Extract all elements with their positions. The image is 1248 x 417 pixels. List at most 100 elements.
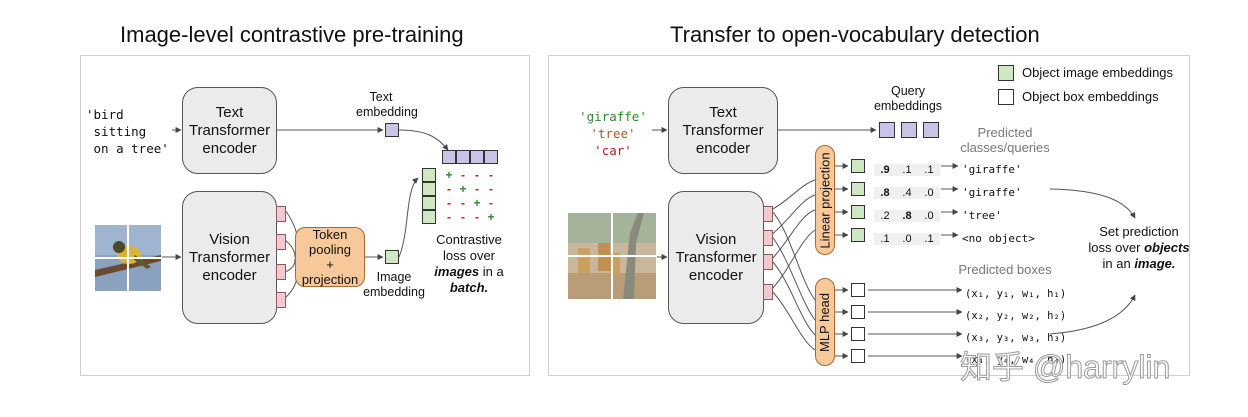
legend-object-image-label: Object image embeddings — [1022, 65, 1174, 80]
mlp-head-label: MLP head — [817, 292, 833, 352]
legend-object-box: Object box embeddings — [998, 86, 1173, 108]
legend-object-image: Object image embeddings — [998, 62, 1173, 84]
vision-token — [276, 206, 286, 222]
loss-line-1: Contrastive — [436, 232, 502, 247]
giraffe-image — [568, 213, 656, 299]
matrix-negative: - — [489, 182, 493, 196]
score-table: .9.1.1'giraffe'.8.4.0'giraffe'.2.8.0'tre… — [874, 158, 1035, 250]
score-row: .1.0.1<no object> — [874, 227, 1035, 250]
score-cell: .1 — [918, 163, 940, 176]
score-cell: .9 — [874, 163, 896, 176]
matrix-negative: - — [447, 210, 451, 224]
token-pooling-projection-box: Token pooling + projection — [295, 227, 365, 287]
query-embedding — [923, 122, 939, 138]
vision-token — [276, 234, 286, 250]
contrastive-loss-text: Contrastive loss over images in a batch. — [426, 232, 512, 296]
linear-projection-label: Linear projection — [817, 151, 833, 249]
right-text-transformer-encoder: Text Transformer encoder — [668, 87, 778, 174]
vision-token — [763, 254, 773, 270]
predicted-class: <no object> — [962, 232, 1035, 245]
set-loss-image: image. — [1134, 256, 1176, 271]
text-embedding-label: Text embedding — [356, 90, 418, 119]
score-cell: .1 — [874, 232, 896, 245]
predicted-box: (x₁, y₁, w₁, h₁) — [965, 288, 1067, 300]
score-cell: .1 — [896, 163, 918, 176]
score-cell: .4 — [896, 186, 918, 199]
score-cell: .1 — [918, 232, 940, 245]
object-box-embedding — [851, 283, 865, 297]
score-cell: .8 — [896, 209, 918, 222]
loss-in-a: in a — [479, 264, 504, 279]
bird-image — [95, 225, 161, 291]
matrix-negative: - — [475, 168, 479, 182]
similarity-matrix: +----+----+----+ — [442, 168, 498, 224]
matrix-positive: + — [459, 182, 467, 196]
right-vision-transformer-encoder: Vision Transformer encoder — [668, 191, 764, 324]
image-embedding-label: Image embedding — [363, 270, 425, 299]
right-panel-title: Transfer to open-vocabulary detection — [670, 22, 1040, 47]
mlp-head-box: MLP head — [815, 278, 835, 366]
batch-image-embeddings — [422, 168, 436, 224]
image-embedding-square — [385, 250, 399, 264]
image-embedding-cell — [422, 210, 436, 224]
set-loss-line-1: Set prediction — [1099, 224, 1179, 239]
object-box-embedding — [851, 327, 865, 341]
predicted-class: 'giraffe' — [962, 186, 1022, 199]
text-embedding-square — [385, 123, 399, 137]
loss-batch: batch. — [449, 280, 489, 295]
text-embedding-cell — [442, 150, 456, 164]
legend-green-swatch — [998, 65, 1014, 81]
loss-images: images — [434, 264, 480, 279]
matrix-positive: + — [473, 196, 481, 210]
image-embedding-cell — [422, 196, 436, 210]
matrix-negative: - — [475, 210, 479, 224]
image-embedding-cell — [422, 182, 436, 196]
object-image-embedding — [851, 182, 865, 196]
left-panel-title: Image-level contrastive pre-training — [120, 22, 464, 47]
vision-token — [763, 230, 773, 246]
set-loss-line-2: loss over — [1088, 240, 1145, 255]
legend-white-swatch — [998, 89, 1014, 105]
matrix-row: --+- — [442, 196, 498, 210]
predicted-class: 'tree' — [962, 209, 1002, 222]
matrix-positive: + — [487, 210, 495, 224]
score-cell: .0 — [918, 186, 940, 199]
query-embedding — [879, 122, 895, 138]
score-cell: .2 — [874, 209, 896, 222]
left-panel — [80, 55, 530, 376]
predicted-classes-label: Predicted classes/queries — [960, 125, 1050, 155]
left-text-transformer-encoder: Text Transformer encoder — [182, 87, 277, 174]
batch-text-embeddings — [442, 150, 498, 164]
predicted-boxes-list: (x₁, y₁, w₁, h₁) (x₂, y₂, w₂, h₂) (x₃, y… — [965, 283, 1066, 371]
predicted-class: 'giraffe' — [962, 163, 1022, 176]
legend: Object image embeddings Object box embed… — [998, 62, 1173, 108]
object-image-embedding — [851, 159, 865, 173]
vision-token — [763, 206, 773, 222]
matrix-negative: - — [447, 196, 451, 210]
matrix-row: -+-- — [442, 182, 498, 196]
vision-token — [276, 264, 286, 280]
object-box-embedding — [851, 305, 865, 319]
predicted-box: (x₃, y₃, w₃, h₃) — [965, 332, 1067, 344]
watermark: 知乎 @harrylin — [959, 349, 1171, 386]
matrix-negative: - — [489, 196, 493, 210]
matrix-negative: - — [461, 210, 465, 224]
object-box-embedding — [851, 349, 865, 363]
object-image-embedding — [851, 205, 865, 219]
predicted-boxes-label: Predicted boxes — [958, 262, 1052, 277]
matrix-row: +--- — [442, 168, 498, 182]
query-embedding — [901, 122, 917, 138]
query-car: 'car' — [594, 143, 632, 158]
score-row: .9.1.1'giraffe' — [874, 158, 1035, 181]
set-prediction-loss-text: Set prediction loss over objects in an i… — [1080, 224, 1198, 272]
query-tree: 'tree' — [590, 126, 636, 141]
vision-token — [763, 284, 773, 300]
text-embedding-cell — [470, 150, 484, 164]
predicted-box: (x₂, y₂, w₂, h₂) — [965, 310, 1067, 322]
matrix-negative: - — [461, 196, 465, 210]
object-image-embedding — [851, 228, 865, 242]
score-cell: .8 — [874, 186, 896, 199]
legend-object-box-label: Object box embeddings — [1022, 89, 1159, 104]
matrix-positive: + — [445, 168, 453, 182]
